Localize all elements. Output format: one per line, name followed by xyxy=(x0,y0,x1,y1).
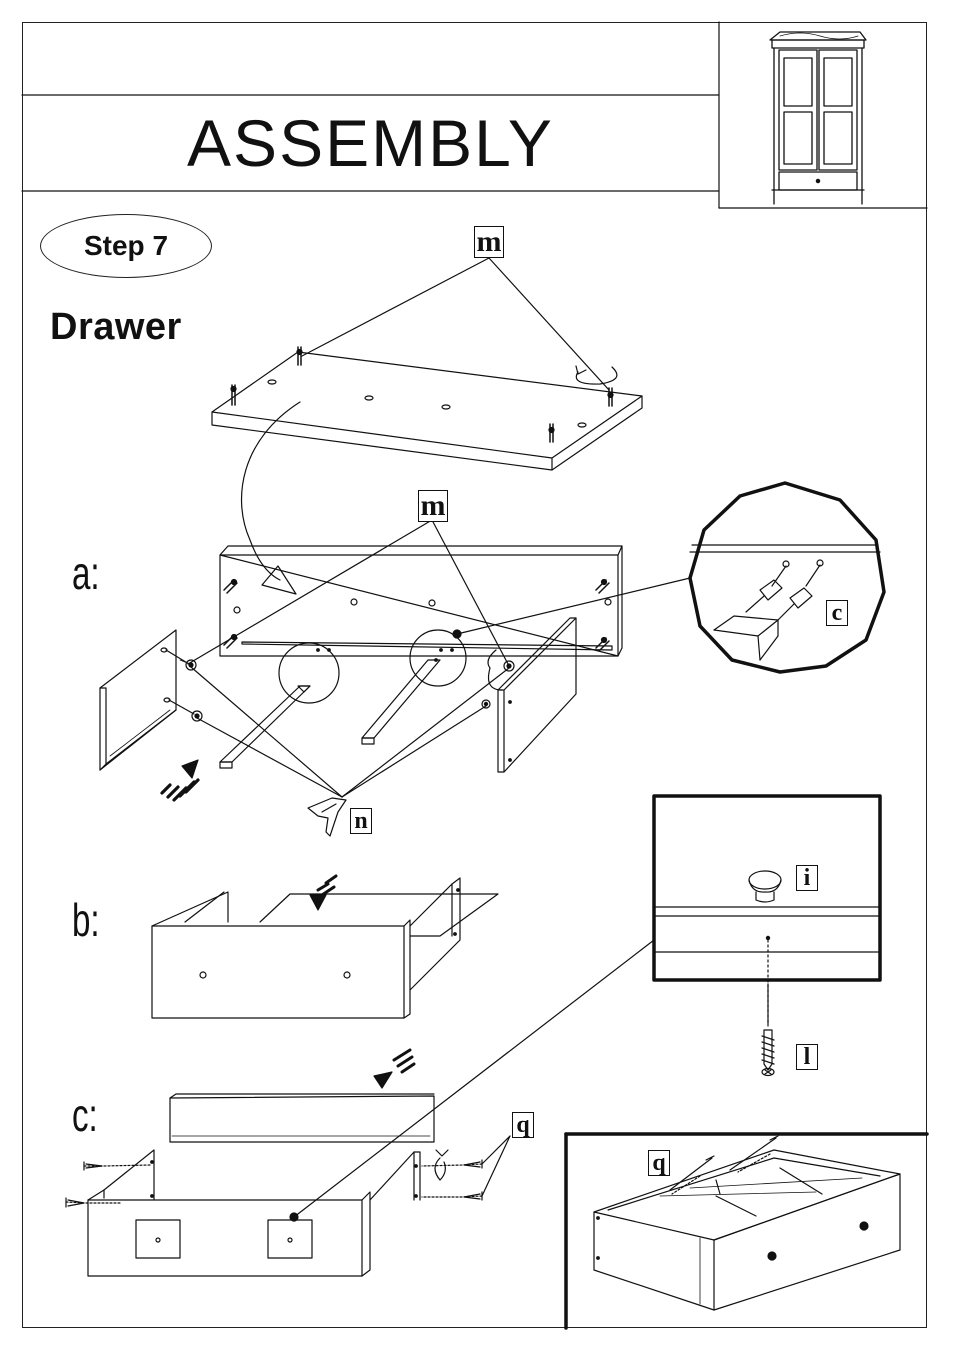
pointer-lines-a xyxy=(188,520,690,797)
part-label-l: l xyxy=(796,1044,818,1070)
drawer-left-side xyxy=(100,630,202,770)
drawer-runners xyxy=(220,630,466,768)
drawer-back-panel xyxy=(220,546,622,656)
curved-arrow xyxy=(242,402,300,594)
completed-drawer-box xyxy=(566,1134,927,1328)
drawer-bottom-panel xyxy=(212,258,642,470)
drawer-front-c xyxy=(88,1094,434,1276)
screws-c xyxy=(66,1136,510,1207)
page-title: ASSEMBLY xyxy=(22,95,719,191)
substep-c-label: c: xyxy=(72,1088,98,1142)
section-title: Drawer xyxy=(50,306,182,349)
step-label: Step 7 xyxy=(84,230,168,262)
wardrobe-icon xyxy=(770,32,866,204)
knob-detail-box xyxy=(290,796,880,1221)
part-label-n: n xyxy=(350,808,372,834)
part-label-q-result: q xyxy=(648,1150,670,1176)
screw-l xyxy=(762,984,774,1076)
drawer-assembly-b xyxy=(152,878,498,1018)
detail-circle-dowel xyxy=(690,483,884,672)
screwdriver-tip xyxy=(308,798,346,836)
step-badge: Step 7 xyxy=(40,214,212,278)
substep-a-label: a: xyxy=(72,546,100,600)
push-arrow-b xyxy=(310,876,336,910)
part-label-m-middle: m xyxy=(418,490,448,522)
part-label-m-top: m xyxy=(474,226,504,258)
part-label-q-step-c: q xyxy=(512,1112,534,1138)
substep-b-label: b: xyxy=(72,893,100,947)
push-arrow-c xyxy=(374,1050,414,1088)
part-label-c: c xyxy=(826,600,848,626)
part-label-i: i xyxy=(796,865,818,891)
push-arrow-a xyxy=(162,760,198,800)
